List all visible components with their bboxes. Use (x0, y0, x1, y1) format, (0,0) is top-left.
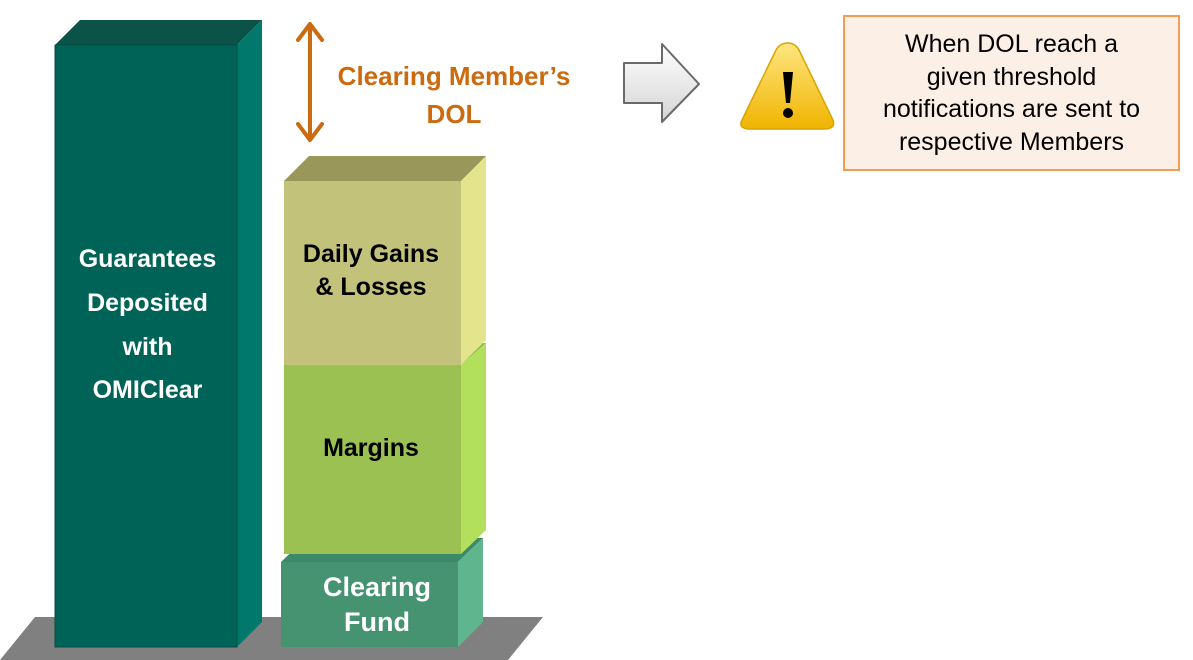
margins-text: Margins (323, 434, 419, 462)
dol-line-1: Clearing Member’s (337, 61, 571, 91)
right-arrow-icon (623, 43, 700, 123)
margins-label: Margins (285, 432, 457, 465)
daily-gains-losses-label: Daily Gains & Losses (285, 238, 457, 303)
notification-box: When DOL reach a given threshold notific… (843, 15, 1180, 171)
guarantees-line-3: with (122, 332, 173, 361)
clearing-fund-line-1: Clearing (322, 572, 432, 602)
clearing-fund-line-2: Fund (344, 607, 410, 638)
warning-icon (740, 42, 835, 130)
guarantees-line-2: Deposited (87, 288, 208, 317)
daily-gains-losses-line-2: & Losses (315, 272, 427, 301)
daily-gains-losses-block (284, 156, 486, 365)
daily-gains-losses-line-1: Daily Gains (302, 240, 440, 268)
guarantees-column (54, 20, 262, 648)
dol-double-arrow (296, 22, 324, 142)
guarantees-label: Guarantees Deposited with OMIClear (55, 238, 240, 413)
notification-text: When DOL reach a given threshold notific… (882, 30, 1141, 156)
clearing-fund-label: Clearing Fund (281, 570, 473, 640)
guarantees-line-1: Guarantees (78, 245, 217, 273)
dol-label: Clearing Member’s DOL (318, 58, 590, 133)
dol-line-2: DOL (426, 98, 482, 129)
guarantees-line-4: OMIClear (92, 376, 203, 405)
